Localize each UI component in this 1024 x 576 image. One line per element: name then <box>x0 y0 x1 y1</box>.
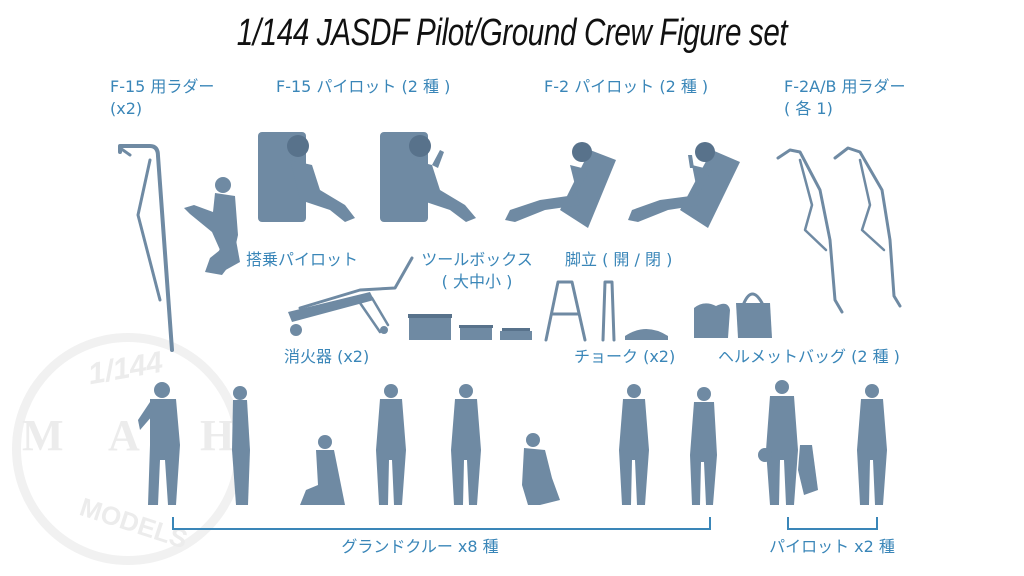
f2-pilot-a-icon <box>505 142 616 228</box>
label-toolbox-line2: ( 大中小 ) <box>441 272 513 291</box>
boarding-pilot-figure-icon <box>184 177 240 275</box>
label-chock: チョーク (x2) <box>574 347 676 366</box>
label-extinguisher: 消火器 (x2) <box>284 347 370 366</box>
wheel-chock-icon <box>625 329 668 340</box>
label-f2ab-ladder-line1: F-2A/B 用ラダー <box>784 77 906 96</box>
label-f15-pilot: F-15 パイロット (2 種 ) <box>276 77 451 96</box>
label-pilots-group: パイロット x2 種 <box>769 537 895 556</box>
label-toolbox-line1: ツールボックス <box>421 250 533 269</box>
ground-crew-figure-1-icon <box>138 382 180 505</box>
watermark-letter-m: M <box>22 411 64 460</box>
fire-extinguisher-icon <box>288 256 414 336</box>
label-ground-crew-group: グランドクルー x8 種 <box>341 537 499 556</box>
f15-ladder-icon <box>118 144 174 352</box>
ground-crew-figure-2-icon <box>232 386 250 505</box>
label-f15-ladder-line1: F-15 用ラダー <box>110 77 215 96</box>
f2ab-ladder-a-icon <box>776 148 844 314</box>
watermark-letter-a: A <box>108 411 140 460</box>
ground-crew-figure-4-icon <box>376 384 406 505</box>
f2-pilot-b-icon <box>628 142 740 228</box>
watermark-letter-h: H <box>200 411 235 460</box>
ground-crew-figure-8-icon <box>690 387 717 505</box>
pilot-figure-2-icon <box>857 384 887 505</box>
label-helmet-bag: ヘルメットバッグ (2 種 ) <box>718 347 900 366</box>
page-title: 1/144 JASDF Pilot/Ground Crew Figure set <box>236 12 788 54</box>
label-boarding-pilot: 搭乗パイロット <box>246 250 359 269</box>
label-f15-ladder: F-15 用ラダー (x2) <box>110 76 214 120</box>
ground-crew-bracket <box>172 517 711 530</box>
label-stepladder: 脚立 ( 開 / 閉 ) <box>565 250 673 269</box>
label-f15-ladder-line2: (x2) <box>110 99 143 118</box>
ground-crew-figure-6-crouching-icon <box>522 433 560 505</box>
toolbox-set-icon <box>408 314 532 340</box>
label-f2ab-ladder-line2: ( 各 1) <box>784 99 833 118</box>
f15-pilot-b-icon <box>380 132 476 222</box>
stepladder-closed-icon <box>601 280 616 342</box>
label-f2-pilot: F-2 パイロット (2 種 ) <box>544 77 709 96</box>
helmet-bag-b-icon <box>736 292 772 338</box>
pilot-figure-1-icon <box>758 380 818 505</box>
label-toolbox: ツールボックス ( 大中小 ) <box>412 249 542 293</box>
label-f2ab-ladder: F-2A/B 用ラダー ( 各 1) <box>784 76 906 120</box>
f2ab-ladder-b-icon <box>833 146 902 308</box>
ground-crew-figure-7-icon <box>619 384 649 505</box>
pilots-bracket <box>787 517 878 530</box>
f15-pilot-a-icon <box>258 132 355 222</box>
ground-crew-figure-3-kneeling-icon <box>300 435 345 505</box>
ground-crew-figure-5-icon <box>451 384 481 505</box>
stepladder-open-icon <box>544 280 587 342</box>
helmet-bag-a-icon <box>694 303 730 338</box>
